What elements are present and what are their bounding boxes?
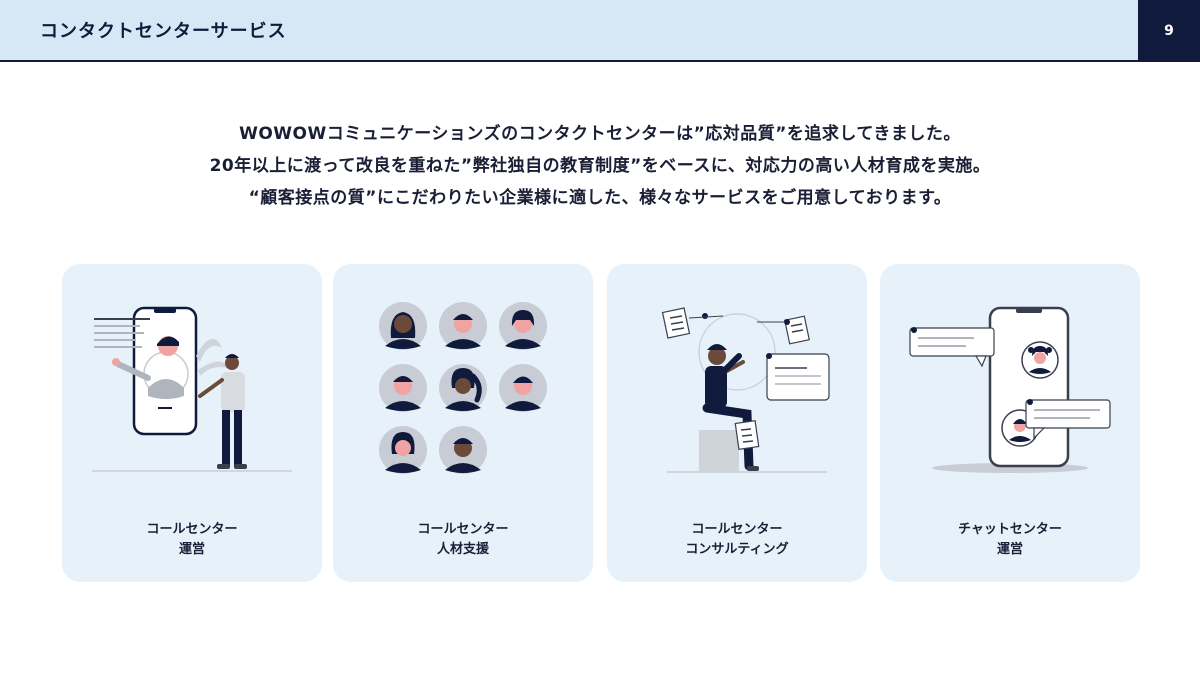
avatar-icon [439,426,487,474]
intro-line: 20年以上に渡って改良を重ねた”弊社独自の教育制度”をベースに、対応力の高い人材… [209,156,991,176]
avatar-icon [439,302,487,350]
video-call-illustration [92,306,292,472]
avatar-icon [499,364,547,412]
avatar-icon [379,364,427,412]
service-card-label: チャットセンター 運営 [958,522,1062,557]
page-title: コンタクトセンターサービス [40,21,287,42]
service-card-label: コールセンター 人材支援 [417,522,509,557]
consulting-illustration [661,307,830,473]
avatar-icon [379,302,427,350]
avatar-icon [439,364,487,412]
avatar-icon [379,426,427,474]
header-bar: コンタクトセンターサービス 9 [0,0,1200,62]
intro-line: “顧客接点の質”にこだわりたい企業様に適した、様々なサービスをご用意しております… [248,188,952,208]
intro-line: WOWOWコミュニケーションズのコンタクトセンターは”応対品質”を追求してきまし… [239,124,961,144]
service-card-label: コールセンター コンサルティング [685,522,789,557]
service-card-chat-center-operation[interactable]: チャットセンター 運営 [880,264,1140,582]
people-avatars-illustration [379,302,547,474]
service-card-label: コールセンター 運営 [146,522,238,557]
avatar-icon [499,302,547,350]
chat-phone-illustration [909,306,1111,473]
intro-text: WOWOWコミュニケーションズのコンタクトセンターは”応対品質”を追求してきまし… [100,118,1100,214]
service-card-call-center-operation[interactable]: コールセンター 運営 [62,264,322,582]
service-card-consulting[interactable]: コールセンター コンサルティング [607,264,867,582]
page-number: 9 [1138,0,1200,62]
service-card-staffing-support[interactable]: コールセンター 人材支援 [333,264,593,582]
